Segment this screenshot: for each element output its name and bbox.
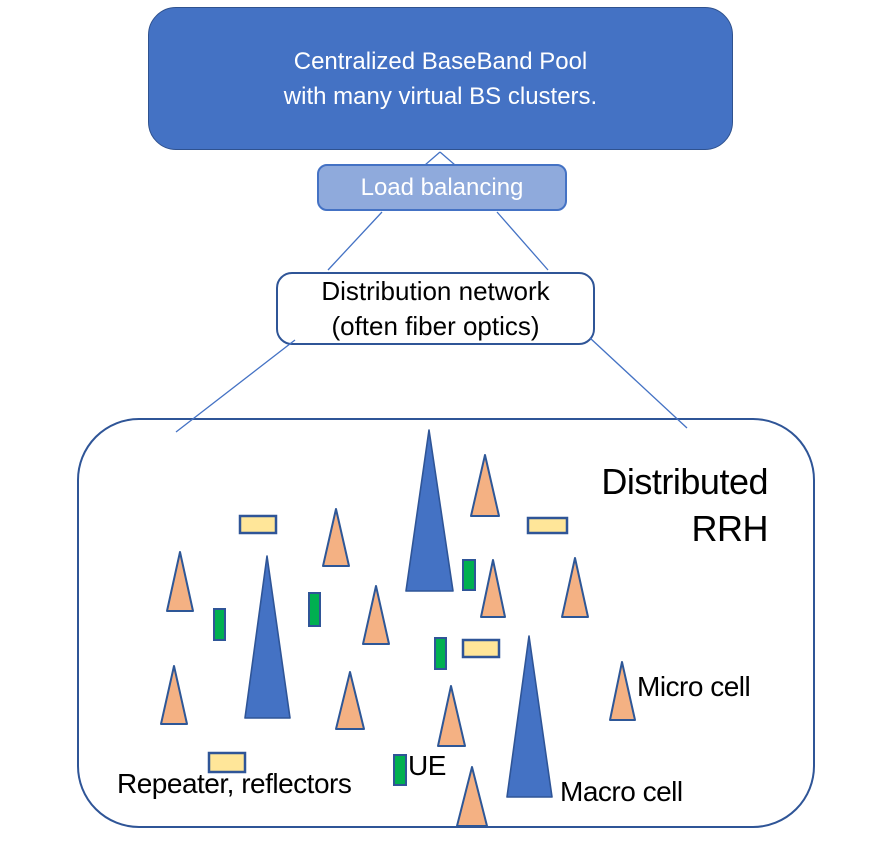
rrh-title-line1: Distributed (601, 461, 768, 502)
baseband-pool-box: Centralized BaseBand Pool with many virt… (148, 7, 733, 150)
connector-line (589, 337, 688, 429)
distribution-network-line2: (often fiber optics) (331, 310, 540, 341)
connector-line (327, 211, 383, 271)
baseband-pool-line2: with many virtual BS clusters. (283, 82, 598, 110)
distribution-network-box: Distribution network (often fiber optics… (276, 272, 595, 345)
macro-cell-label: Macro cell (560, 776, 683, 807)
connector-line (496, 211, 549, 271)
ue-label: UE (408, 750, 446, 781)
load-balancing-label: Load balancing (360, 173, 524, 201)
rrh-title: Distributed RRH (601, 458, 768, 552)
distribution-network-line1: Distribution network (321, 275, 550, 306)
micro-cell-label: Micro cell (637, 671, 751, 702)
rrh-title-line2: RRH (691, 508, 769, 549)
load-balancing-box: Load balancing (317, 164, 567, 211)
repeater-label: Repeater, reflectors (117, 768, 352, 799)
baseband-pool-line1: Centralized BaseBand Pool (293, 47, 588, 75)
